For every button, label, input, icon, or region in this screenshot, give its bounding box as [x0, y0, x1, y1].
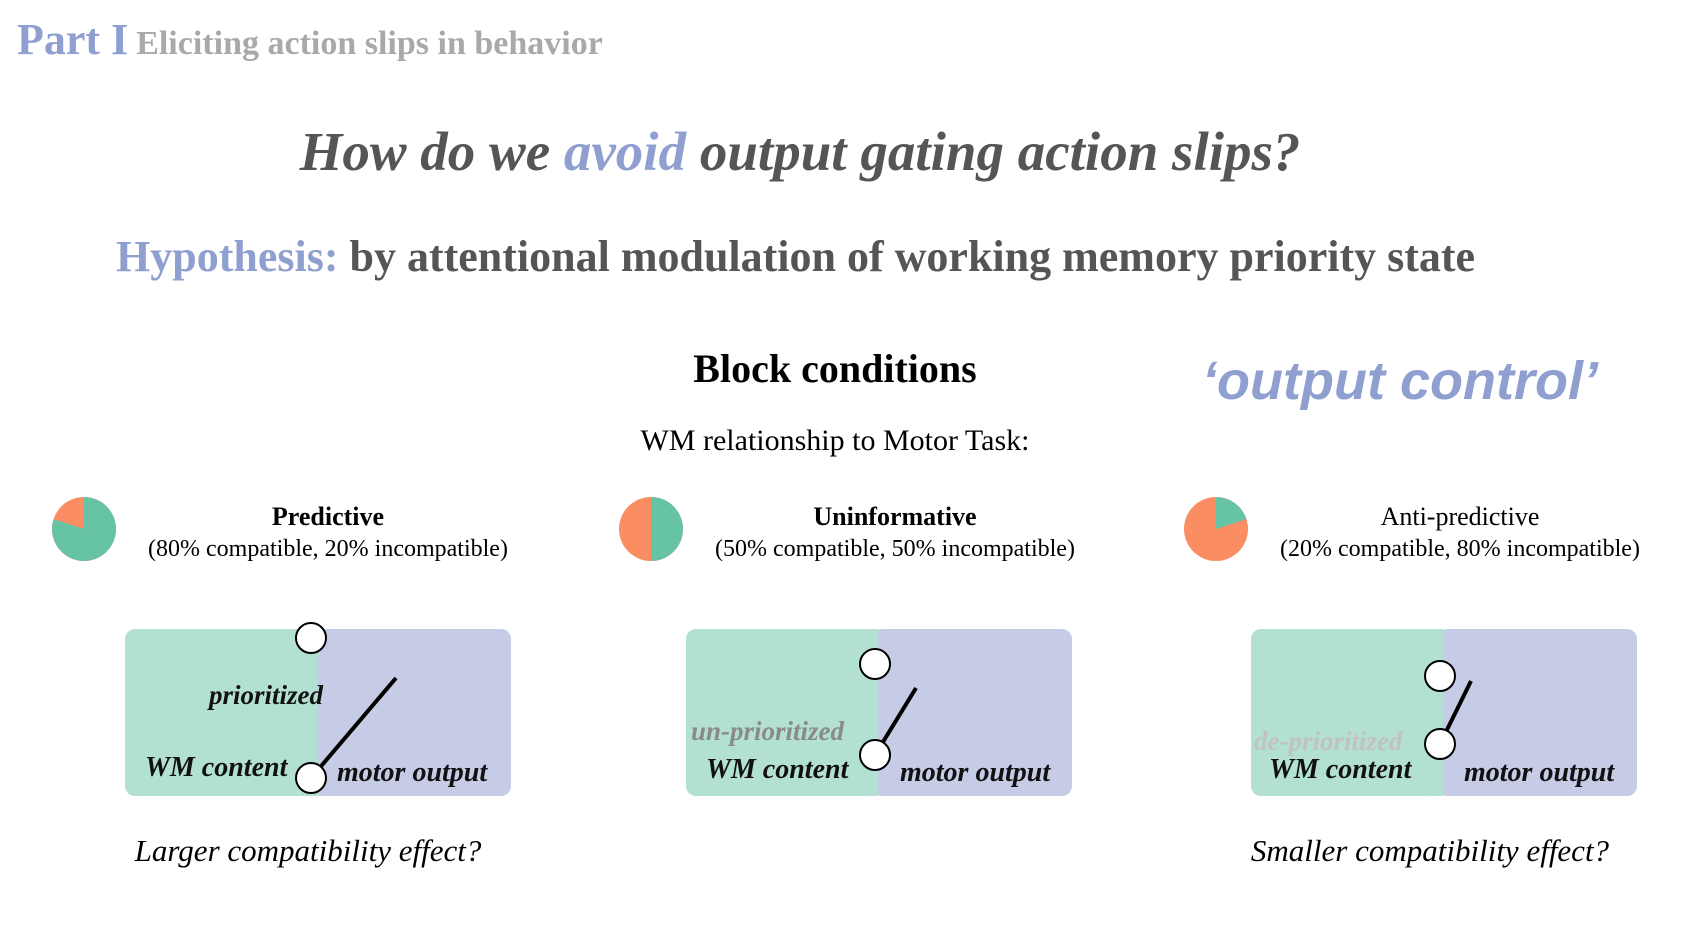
- wm-content-box: [686, 629, 874, 796]
- question-accent: avoid: [563, 121, 687, 182]
- motor-output-label: motor output: [1464, 757, 1615, 788]
- pie-icon-uninformative: [619, 497, 683, 561]
- gate-open-node: [295, 622, 327, 654]
- question-after: output gating action slips?: [686, 121, 1301, 182]
- motor-output-box: [311, 629, 511, 796]
- gating-diagram-graphic: [1251, 629, 1637, 796]
- part-label: Part I: [17, 15, 129, 64]
- condition-name-predictive: Predictive: [271, 502, 385, 531]
- pie-slice-compatible: [651, 497, 683, 561]
- effect-label-predictive: Larger compatibility effect?: [134, 833, 482, 868]
- pie-slice-compatible: [52, 497, 116, 561]
- condition-ratio-uninformative: (50% compatible, 50% incompatible): [715, 536, 1075, 562]
- gating-diagram-anti-predictive: de-prioritized WM content motor output: [1251, 624, 1641, 796]
- condition-ratio-predictive: (80% compatible, 20% incompatible): [148, 536, 508, 562]
- question-before: How do we: [299, 121, 564, 182]
- effect-label-anti-predictive: Smaller compatibility effect?: [1250, 833, 1610, 868]
- pie-slice-compatible: [1216, 497, 1247, 529]
- condition-name-uninformative: Uninformative: [813, 502, 977, 531]
- output-control-label: ‘output control’: [1202, 351, 1598, 411]
- gate-pivot-node: [859, 739, 891, 771]
- gating-diagram-graphic: [125, 622, 511, 796]
- gating-diagram-predictive: prioritized WM content motor output: [125, 622, 515, 796]
- priority-label: prioritized: [209, 680, 324, 710]
- wm-relationship-label: WM relationship to Motor Task:: [640, 424, 1030, 457]
- priority-label: de-prioritized: [1254, 726, 1403, 756]
- box-seam: [1431, 629, 1443, 796]
- hypothesis: Hypothesis: by attentional modulation of…: [116, 228, 1536, 286]
- part-subtitle: Eliciting action slips in behavior: [136, 25, 603, 62]
- gating-diagram-uninformative: un-prioritized WM content motor output: [686, 624, 1076, 796]
- gate-pivot-node: [295, 762, 327, 794]
- motor-output-label: motor output: [337, 757, 488, 788]
- wm-content-box: [125, 629, 313, 796]
- wm-content-label: WM content: [1269, 754, 1412, 785]
- gate-pivot-node: [1424, 728, 1456, 760]
- gating-diagram-graphic: [686, 629, 1072, 796]
- motor-output-box: [872, 629, 1072, 796]
- condition-name-anti-predictive: Anti-predictive: [1380, 502, 1540, 531]
- main-question: How do we avoid output gating action sli…: [0, 120, 1600, 183]
- gate-open-node: [1424, 660, 1456, 692]
- wm-content-label: WM content: [145, 752, 288, 783]
- box-seam: [305, 629, 317, 796]
- hypothesis-text: by attentional modulation of working mem…: [338, 232, 1476, 281]
- condition-ratio-anti-predictive: (20% compatible, 80% incompatible): [1280, 536, 1640, 562]
- priority-label: un-prioritized: [691, 716, 845, 746]
- motor-output-label: motor output: [900, 757, 1051, 788]
- motor-output-box: [1437, 629, 1637, 796]
- gate-open-node: [859, 648, 891, 680]
- wm-content-label: WM content: [706, 754, 849, 785]
- block-conditions-title: Block conditions: [693, 346, 977, 391]
- wm-content-box: [1251, 629, 1439, 796]
- hypothesis-label: Hypothesis:: [116, 232, 339, 281]
- pie-icon-predictive: [52, 497, 116, 561]
- pie-icon-anti-predictive: [1184, 497, 1248, 561]
- gate-switch-line: [309, 676, 398, 780]
